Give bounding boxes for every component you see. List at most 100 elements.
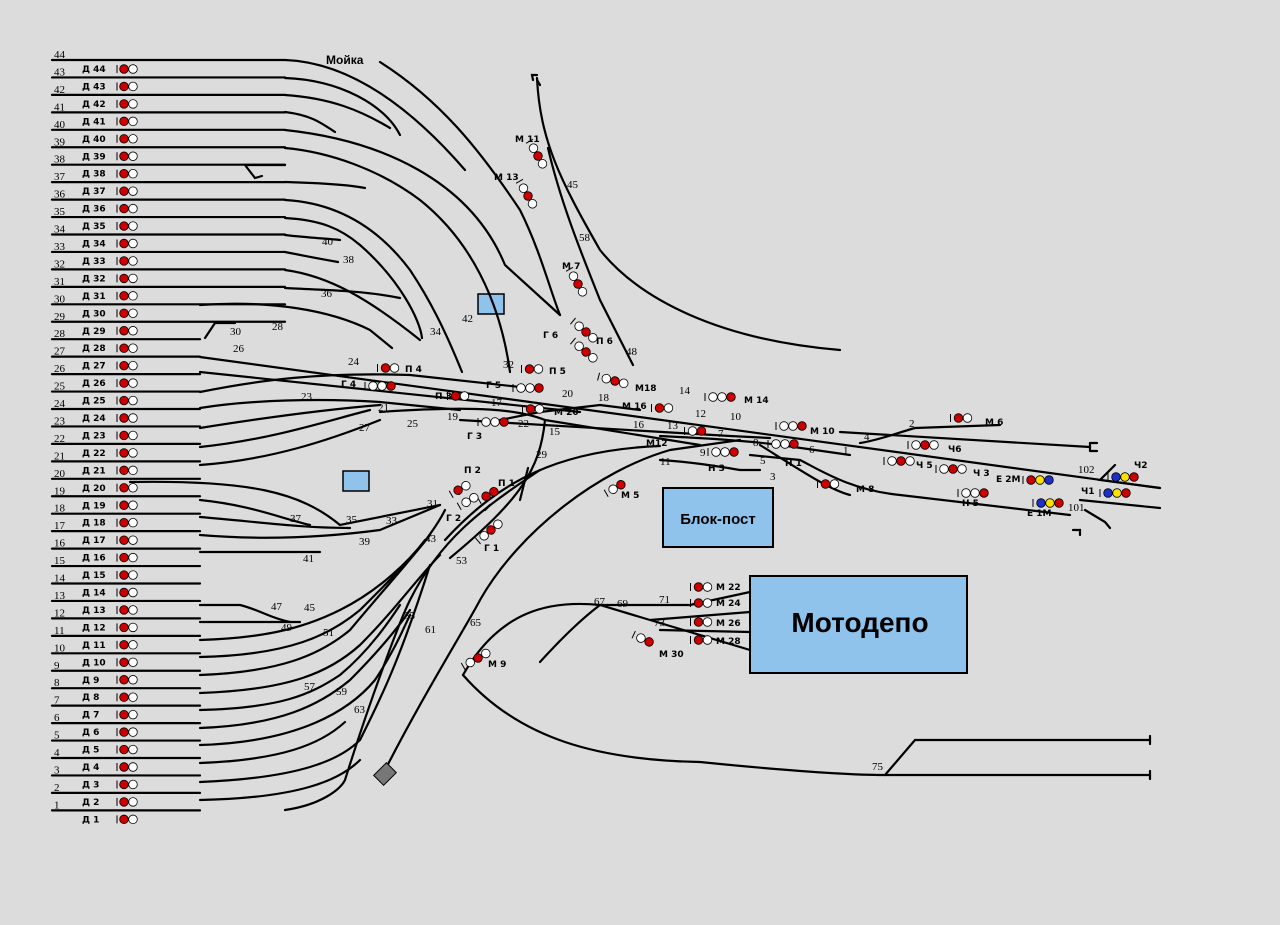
signal-cluster <box>448 481 471 498</box>
signal-lamp <box>1120 472 1130 482</box>
signal-cluster <box>597 372 629 389</box>
signal-cluster <box>512 383 544 393</box>
signal-lamp <box>461 497 471 507</box>
signal-lamp <box>929 440 939 450</box>
switch-3: 3 <box>770 471 776 483</box>
yard-signal-white-lamp <box>128 814 138 825</box>
switch-19: 19 <box>447 411 459 423</box>
signal-lamp <box>717 392 727 402</box>
switch-11: 11 <box>660 456 671 468</box>
yard-signal-red-lamp <box>119 814 129 825</box>
switch-31: 31 <box>427 498 438 510</box>
yard-signal-red-lamp <box>119 291 129 301</box>
switch-33: 33 <box>386 515 398 527</box>
yard-signal-red-lamp <box>119 378 129 388</box>
signal-cluster <box>684 426 707 436</box>
signal-lamp <box>616 480 626 490</box>
signal-lamp <box>469 493 479 503</box>
signal-p5-label: П 5 <box>549 367 566 377</box>
yard-signal-red-lamp <box>119 709 129 720</box>
yard-signal-white-lamp <box>128 99 138 109</box>
signal-cluster <box>883 456 915 466</box>
yard-track-number: 13 <box>54 590 66 602</box>
signal-lamp <box>789 439 799 449</box>
signal-lamp <box>459 391 470 401</box>
switch-39: 39 <box>359 536 371 548</box>
signal-mast <box>515 178 524 184</box>
switch-numbers: 30 28 26 24 40 38 36 42 34 32 45 58 48 2… <box>230 179 1095 773</box>
signal-g4-label: Г 4 <box>341 380 356 390</box>
yard-signal-label: Д 1 <box>82 815 99 825</box>
signal-cluster <box>1022 475 1054 485</box>
switch-28: 28 <box>272 321 284 333</box>
signal-lamp <box>693 598 704 608</box>
yard-signal-label: Д 29 <box>82 327 106 337</box>
signal-lamp <box>948 464 958 474</box>
signal-lamp <box>726 392 736 402</box>
yard-signal-label: Д 33 <box>82 257 106 267</box>
yard-signal-label: Д 30 <box>82 309 106 319</box>
signal-n5-label: Н 5 <box>962 499 979 509</box>
signal-mast <box>570 317 576 325</box>
switch-63: 63 <box>354 704 366 716</box>
signal-lamp <box>534 383 544 393</box>
yard-track-number: 30 <box>54 293 66 305</box>
switch-37: 37 <box>290 513 302 525</box>
yard-track-number: 15 <box>54 555 66 567</box>
yard-signal-red-lamp <box>119 570 129 580</box>
yard-signal-red-lamp <box>119 762 129 772</box>
yard-signal-white-lamp <box>128 622 138 633</box>
yard-track-number: 1 <box>54 799 60 811</box>
signal-lamp <box>953 413 964 423</box>
signal-cluster <box>1032 498 1064 508</box>
signal-m16-label: М 16 <box>622 402 647 412</box>
signal-m22-label: М 22 <box>716 583 741 593</box>
signal-lamp <box>524 364 535 374</box>
block-post-building <box>662 487 774 548</box>
signal-cluster <box>447 391 470 401</box>
yard-signal-label: Д 14 <box>82 589 106 599</box>
signal-lamp <box>961 488 971 498</box>
switch-27: 27 <box>359 422 371 434</box>
yard-signal-red-lamp <box>119 692 129 702</box>
signal-lamp <box>644 637 654 647</box>
signal-cluster <box>460 648 491 671</box>
yard-signal-label: Д 23 <box>82 431 106 441</box>
yard-signal-white-lamp <box>128 779 138 790</box>
yard-signal-white-lamp <box>128 395 138 406</box>
yard-signal-label: Д 37 <box>82 187 106 197</box>
signal-lamp <box>720 447 730 457</box>
switch-14: 14 <box>679 385 691 397</box>
switch-101: 101 <box>1068 502 1085 514</box>
signal-ch1-label: Ч1 <box>1081 487 1095 497</box>
signal-cluster <box>690 582 713 592</box>
signal-lamp <box>729 447 739 457</box>
signal-cluster <box>521 364 544 374</box>
switch-15: 15 <box>549 426 561 438</box>
yard-track-number: 31 <box>54 276 65 288</box>
switch-57: 57 <box>304 681 316 693</box>
yard-signal-label: Д 44 <box>82 65 106 75</box>
yard-signal-white-lamp <box>128 744 138 755</box>
switch-55: 55 <box>404 610 416 622</box>
yard-signal-label: Д 5 <box>82 746 99 756</box>
switch-17: 17 <box>491 397 503 409</box>
yard-signal-label: Д 36 <box>82 205 106 215</box>
yard-signal-label: Д 12 <box>82 623 106 633</box>
switch-25: 25 <box>407 418 419 430</box>
yard-signal-label: Д 38 <box>82 170 106 180</box>
yard-signal-red-lamp <box>119 797 129 807</box>
yard-signal-red-lamp <box>119 203 129 214</box>
signal-lamp <box>771 439 781 449</box>
yard-signal-label: Д 4 <box>82 763 99 773</box>
yard-signal-red-lamp <box>119 657 129 668</box>
signal-lamp <box>389 363 400 373</box>
yard-signal-red-lamp <box>119 168 129 179</box>
small-building-south <box>342 470 370 492</box>
yard-signal-label: Д 22 <box>82 449 106 459</box>
yard-signal-red-lamp <box>119 518 129 528</box>
signal-cluster <box>817 479 840 489</box>
yard-signal-white-lamp <box>128 640 138 650</box>
yard-signal-white-lamp <box>128 151 138 161</box>
yard-signal-red-lamp <box>119 343 129 353</box>
